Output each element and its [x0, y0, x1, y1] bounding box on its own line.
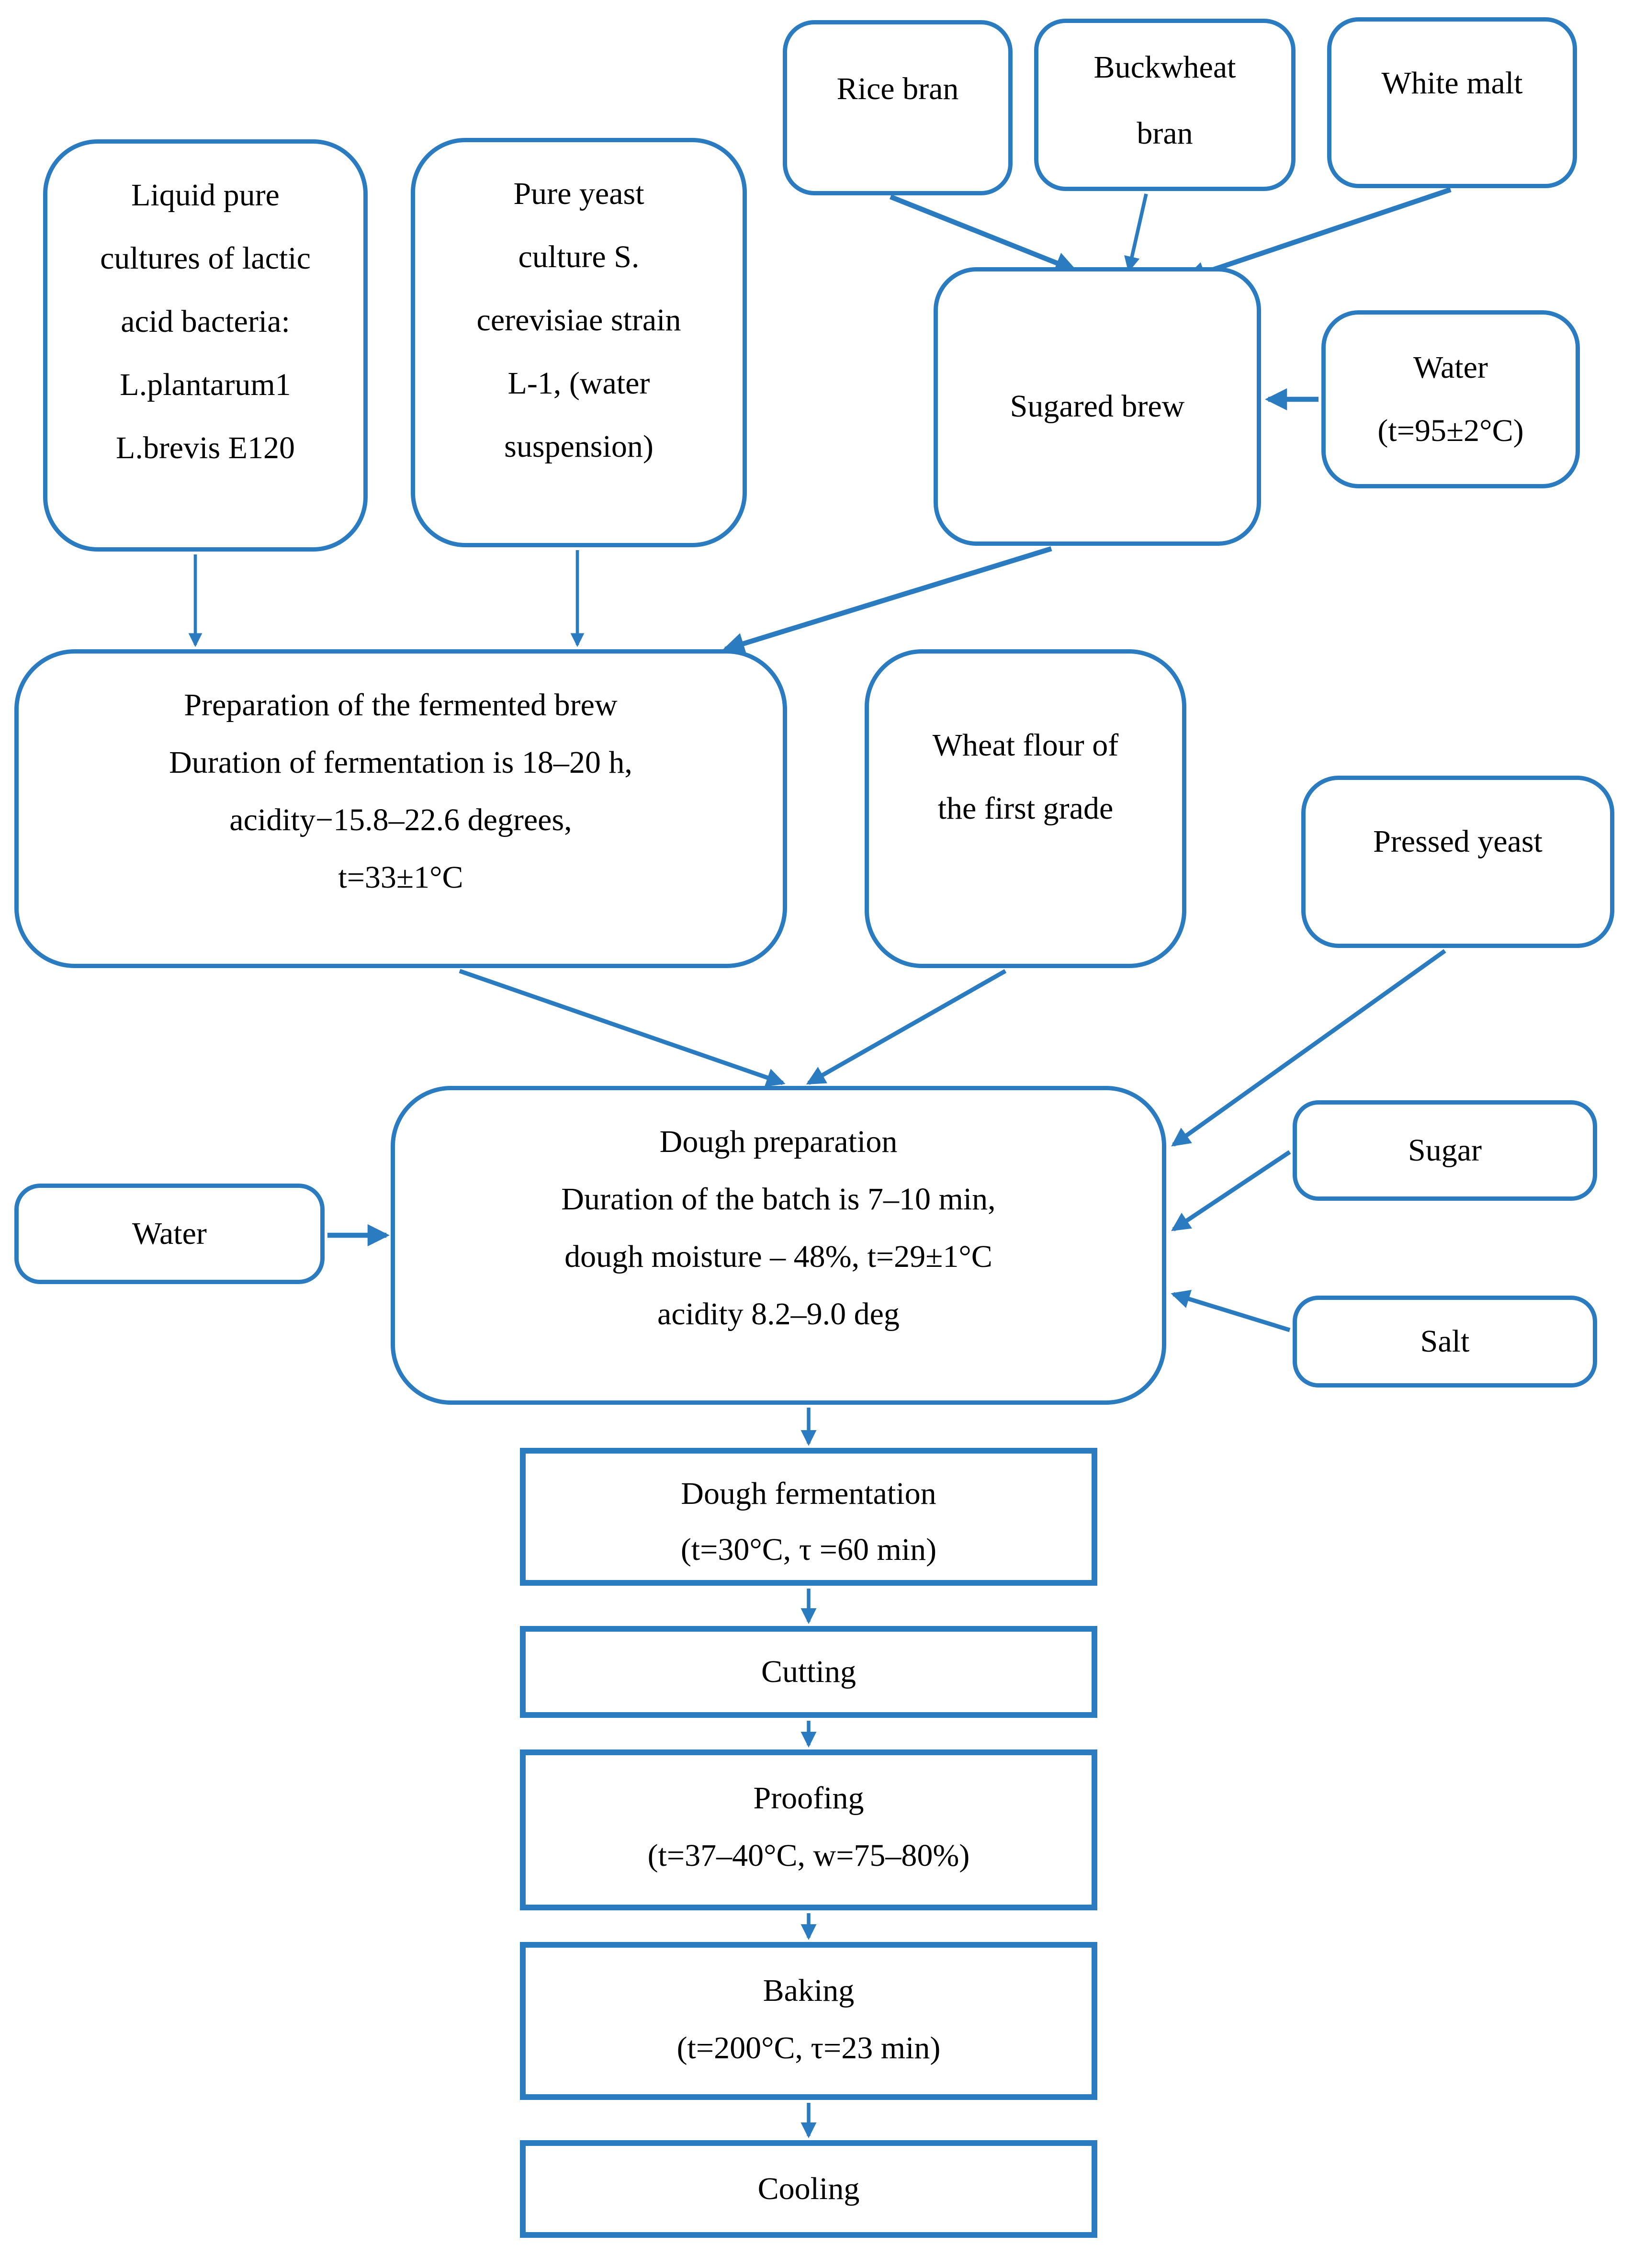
node-buckwheat-bran-label: bran	[1137, 115, 1193, 151]
node-wheat-flour-label: Wheat flour of	[932, 727, 1119, 763]
node-baking-label: (t=200°C, τ=23 min)	[676, 2030, 941, 2065]
node-lactic-cultures: Liquid pure cultures of lactic acid bacter…	[43, 139, 368, 552]
node-fermented-brew-prep-label: Duration of fermentation is 18–20 h,	[169, 744, 632, 780]
node-pure-yeast-culture-label: suspension)	[504, 428, 654, 464]
node-sugar-label: Sugar	[1408, 1132, 1482, 1168]
node-rice-bran: Rice bran	[783, 20, 1013, 195]
node-proofing-label: (t=37–40°C, w=75–80%)	[647, 1837, 970, 1873]
edge-rice-bran-to-sugared-brew	[890, 194, 1078, 273]
node-cutting-label: Cutting	[761, 1653, 856, 1689]
node-fermented-brew-prep-label: t=33±1°C	[338, 859, 463, 895]
edge-buckwheat-bran-to-sugared-brew	[1124, 193, 1148, 272]
node-fermented-brew-prep-label: Preparation of the fermented brew	[184, 687, 618, 722]
node-baking-label: Baking	[763, 1972, 855, 2008]
node-fermented-brew-prep-label: acidity−15.8–22.6 degrees,	[229, 801, 572, 837]
edge-white-malt-to-sugared-brew	[1183, 187, 1452, 283]
node-dough-fermentation-label: Dough fermentation	[681, 1475, 936, 1511]
node-water-hot-label: Water	[1413, 349, 1488, 385]
node-salt: Salt	[1293, 1296, 1597, 1388]
node-cooling-label: Cooling	[757, 2170, 860, 2206]
node-baking: Baking (t=200°C, τ=23 min)	[520, 1942, 1097, 2100]
node-lactic-cultures-label: L.brevis E120	[116, 429, 295, 465]
node-cutting: Cutting	[520, 1626, 1097, 1718]
node-white-malt: White malt	[1327, 17, 1577, 188]
node-cooling: Cooling	[520, 2140, 1097, 2238]
node-pressed-yeast: Pressed yeast	[1301, 776, 1614, 948]
edge-fermented-brew-prep-to-dough-preparation	[459, 969, 786, 1087]
node-water-hot: Water (t=95±2°C)	[1321, 310, 1580, 488]
node-sugar: Sugar	[1293, 1100, 1597, 1201]
node-sugared-brew: Sugared brew	[934, 267, 1261, 546]
node-water-cold: Water	[14, 1184, 325, 1284]
node-pure-yeast-culture-label: L-1, (water	[507, 365, 650, 401]
edge-wheat-flour-to-dough-preparation	[806, 969, 1007, 1085]
node-wheat-flour-label: the first grade	[937, 790, 1114, 826]
node-lactic-cultures-label: L.plantarum1	[120, 366, 291, 402]
node-wheat-flour: Wheat flour of the first grade	[865, 649, 1186, 968]
node-buckwheat-bran-label: Buckwheat	[1093, 49, 1236, 85]
node-dough-preparation-label: dough moisture – 48%, t=29±1°C	[564, 1238, 992, 1274]
node-pure-yeast-culture-label: cerevisiae strain	[476, 302, 681, 338]
edge-salt-to-dough-preparation	[1171, 1290, 1291, 1332]
node-lactic-cultures-label: Liquid pure	[131, 177, 280, 213]
node-water-cold-label: Water	[132, 1215, 207, 1251]
node-dough-fermentation-label: (t=30°C, τ =60 min)	[680, 1531, 937, 1567]
node-buckwheat-bran: Buckwheat bran	[1034, 19, 1296, 191]
node-pressed-yeast-label: Pressed yeast	[1373, 823, 1543, 859]
node-dough-fermentation: Dough fermentation (t=30°C, τ =60 min)	[520, 1448, 1097, 1586]
node-sugared-brew-label: Sugared brew	[1010, 388, 1185, 424]
node-pure-yeast-culture-label: Pure yeast	[513, 175, 644, 211]
node-dough-preparation-label: acidity 8.2–9.0 deg	[657, 1296, 900, 1331]
node-salt-label: Salt	[1420, 1323, 1470, 1359]
node-dough-preparation-label: Dough preparation	[659, 1123, 898, 1159]
node-pure-yeast-culture-label: culture S.	[518, 238, 640, 274]
node-dough-preparation-label: Duration of the batch is 7–10 min,	[561, 1181, 996, 1217]
node-lactic-cultures-label: acid bacteria:	[121, 303, 290, 339]
node-lactic-cultures-label: cultures of lactic	[100, 240, 311, 276]
node-proofing: Proofing (t=37–40°C, w=75–80%)	[520, 1749, 1097, 1910]
node-proofing-label: Proofing	[753, 1780, 864, 1816]
edge-sugared-brew-to-fermented-brew-prep	[722, 546, 1052, 654]
node-water-hot-label: (t=95±2°C)	[1377, 412, 1524, 448]
node-rice-bran-label: Rice bran	[836, 70, 959, 106]
node-white-malt-label: White malt	[1381, 65, 1523, 101]
edge-sugar-to-dough-preparation	[1171, 1150, 1291, 1231]
